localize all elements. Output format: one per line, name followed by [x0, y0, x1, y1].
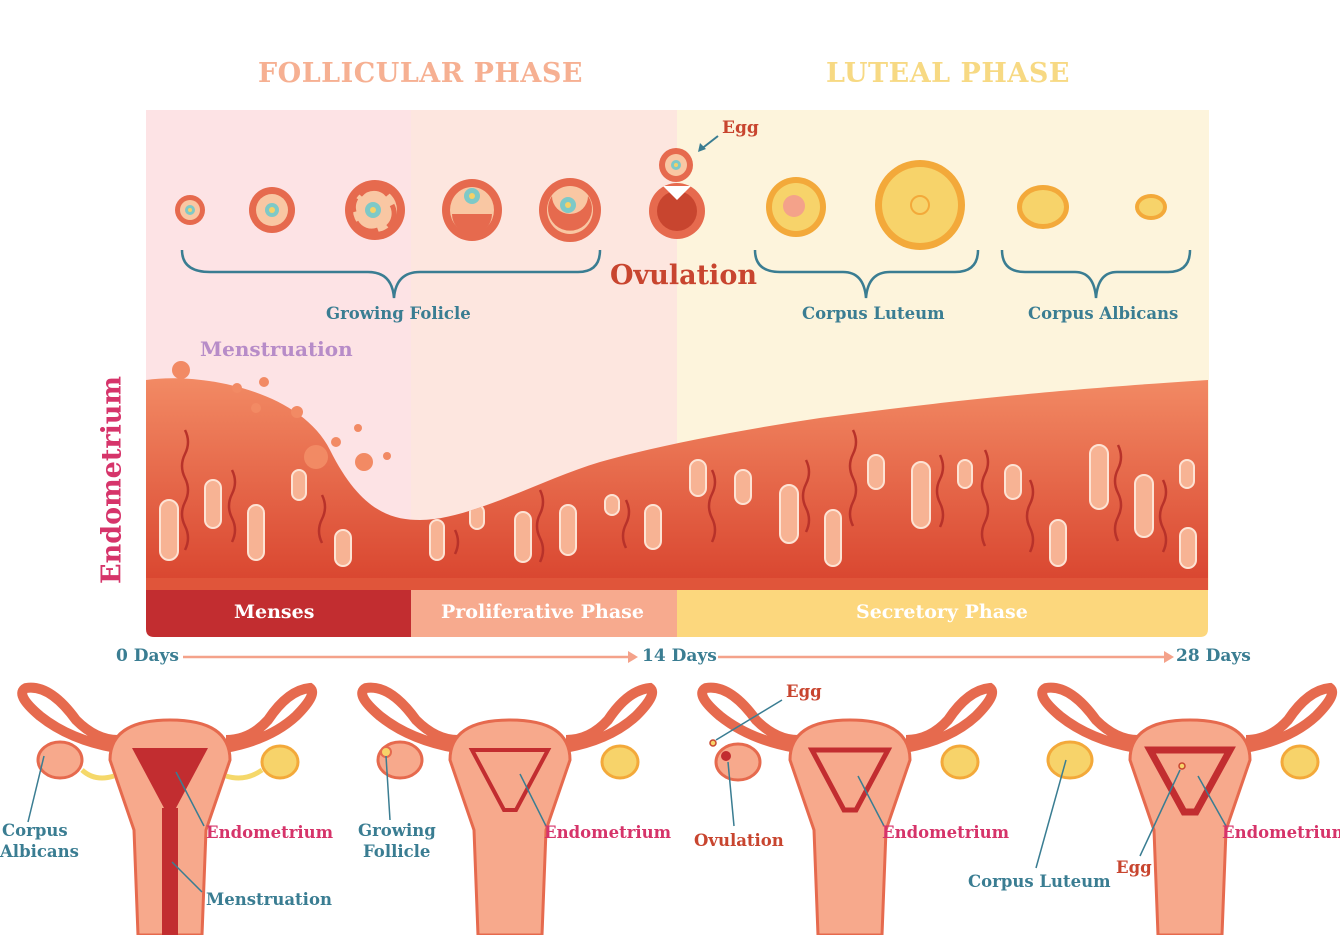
corpus-luteum-large [875, 160, 965, 250]
uterus-panel-3 [697, 682, 998, 935]
corpus-luteum-label: Corpus Luteum [802, 304, 945, 323]
p2-endometrium-label: Endometrium [544, 823, 672, 842]
p4-endometrium-label: Endometrium [1222, 823, 1340, 842]
p3-endometrium-label: Endometrium [882, 823, 1010, 842]
follicle-row [175, 135, 1167, 250]
uterus-panel-4 [1035, 682, 1338, 935]
follicular-phase-title: FOLLICULAR PHASE [258, 58, 583, 89]
day-28-label: 28 Days [1176, 646, 1251, 666]
corpus-albicans-1 [1017, 185, 1069, 229]
stage-bar [146, 590, 1208, 637]
p4-corpus-luteum-label: Corpus Luteum [968, 872, 1111, 891]
p1-corpus-label-line2: Albicans [0, 842, 79, 861]
p1-corpus-label-line1: Corpus [2, 821, 68, 840]
follicle-5 [539, 178, 601, 242]
day-14-label: 14 Days [642, 646, 717, 666]
corpus-luteum-small [766, 177, 826, 237]
proliferative-phase-label: Proliferative Phase [441, 601, 644, 623]
braces [180, 249, 1192, 299]
menstruation-label: Menstruation [200, 337, 353, 361]
p3-ovulation-label: Ovulation [694, 831, 784, 850]
released-egg [659, 148, 693, 182]
egg-label: Egg [722, 118, 759, 138]
corpus-albicans-brace [1000, 249, 1192, 299]
p2-growing-label-line2: Follicle [363, 842, 431, 861]
uterus-panel-1 [17, 682, 318, 935]
follicle-2 [249, 187, 295, 233]
endometrium-axis-label: Endometrium [96, 376, 128, 584]
corpus-luteum-brace [753, 249, 980, 299]
p4-egg-label: Egg [1116, 858, 1152, 877]
luteal-phase-title: LUTEAL PHASE [826, 58, 1070, 89]
menses-label: Menses [234, 601, 315, 623]
p1-menstruation-label: Menstruation [206, 890, 332, 909]
growing-follicle-label: Growing Folicle [326, 304, 471, 323]
follicle-3 [345, 180, 405, 240]
timeline-arrows [183, 651, 1174, 663]
follicle-4 [442, 179, 502, 241]
secretory-phase-label: Secretory Phase [856, 601, 1028, 623]
uterus-panel-2 [357, 682, 658, 935]
corpus-albicans-2 [1135, 194, 1167, 220]
day-0-label: 0 Days [116, 646, 179, 666]
corpus-albicans-label: Corpus Albicans [1028, 304, 1179, 323]
endometrium-base [146, 578, 1208, 590]
endometrium-tissue [146, 361, 1208, 590]
p2-growing-label-line1: Growing [358, 821, 436, 840]
follicle-1 [175, 195, 205, 225]
p3-egg-label: Egg [786, 682, 822, 701]
ovulation-label: Ovulation [610, 260, 757, 291]
growing-follicle-brace [180, 249, 602, 299]
menstruation-droplets [172, 361, 391, 471]
p1-endometrium-label: Endometrium [206, 823, 334, 842]
ovulating-follicle [649, 183, 705, 239]
